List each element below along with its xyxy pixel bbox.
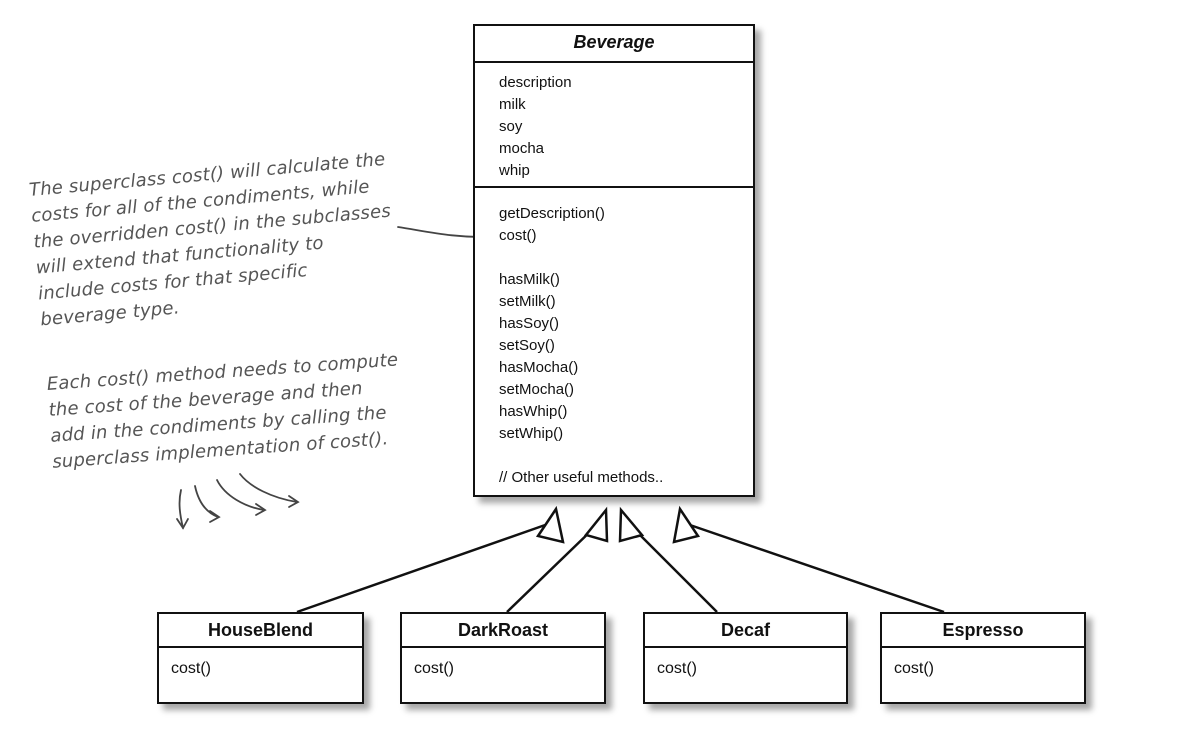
hand-arrow-1-head	[176, 518, 189, 530]
method: setMilk()	[499, 293, 556, 310]
class-espresso: Espresso cost()	[880, 612, 1086, 704]
method: hasWhip()	[499, 403, 568, 420]
beverage-attributes: description milk soy mocha whip	[475, 63, 753, 188]
attribute: milk	[499, 96, 526, 113]
inheritance-arrowhead-decaf	[618, 506, 645, 543]
class-title-decaf: Decaf	[645, 614, 846, 648]
beverage-methods: getDescription() cost() hasMilk() setMil…	[475, 188, 753, 489]
hand-arrow-3	[216, 479, 265, 511]
class-decaf: Decaf cost()	[643, 612, 848, 704]
class-title-darkroast: DarkRoast	[402, 614, 604, 648]
hand-arrow-4	[239, 473, 298, 503]
method: setMocha()	[499, 381, 575, 398]
method-cost: cost()	[171, 660, 211, 677]
class-title-houseblend: HouseBlend	[159, 614, 362, 648]
hand-arrow-4-head	[288, 495, 300, 508]
class-beverage: Beverage description milk soy mocha whip…	[473, 24, 755, 497]
attribute: whip	[499, 162, 530, 179]
attribute: description	[499, 74, 572, 91]
attribute: soy	[499, 118, 523, 135]
hand-arrow-2-head	[209, 510, 221, 523]
inheritance-line-darkroast	[506, 525, 597, 613]
method: hasMilk()	[499, 271, 560, 288]
method: hasSoy()	[499, 315, 560, 332]
method-cost: cost()	[499, 227, 537, 244]
inheritance-line-espresso	[686, 522, 945, 614]
method-cost: cost()	[414, 660, 454, 677]
class-title-beverage: Beverage	[475, 26, 753, 63]
hand-arrow-2	[194, 485, 219, 518]
class-title-espresso: Espresso	[882, 614, 1084, 648]
inheritance-arrowhead-espresso	[672, 505, 701, 544]
method: setWhip()	[499, 425, 564, 442]
method-cost: cost()	[894, 660, 934, 677]
inheritance-arrowhead-darkroast	[583, 506, 609, 543]
attribute: mocha	[499, 140, 545, 157]
inheritance-arrowhead-houseblend	[535, 505, 565, 544]
class-darkroast: DarkRoast cost()	[400, 612, 606, 704]
method-cost: cost()	[657, 660, 697, 677]
method: getDescription()	[499, 205, 605, 222]
hand-arrow-3-head	[255, 503, 267, 516]
inheritance-line-houseblend	[296, 522, 549, 614]
class-houseblend: HouseBlend cost()	[157, 612, 364, 704]
method: hasMocha()	[499, 359, 579, 376]
inheritance-line-decaf	[630, 525, 718, 613]
other-methods-comment: // Other useful methods..	[499, 469, 664, 486]
note-superclass-cost: The superclass cost() will calculate the…	[28, 147, 399, 334]
method: setSoy()	[499, 337, 555, 354]
hand-arrow-1	[178, 489, 184, 529]
